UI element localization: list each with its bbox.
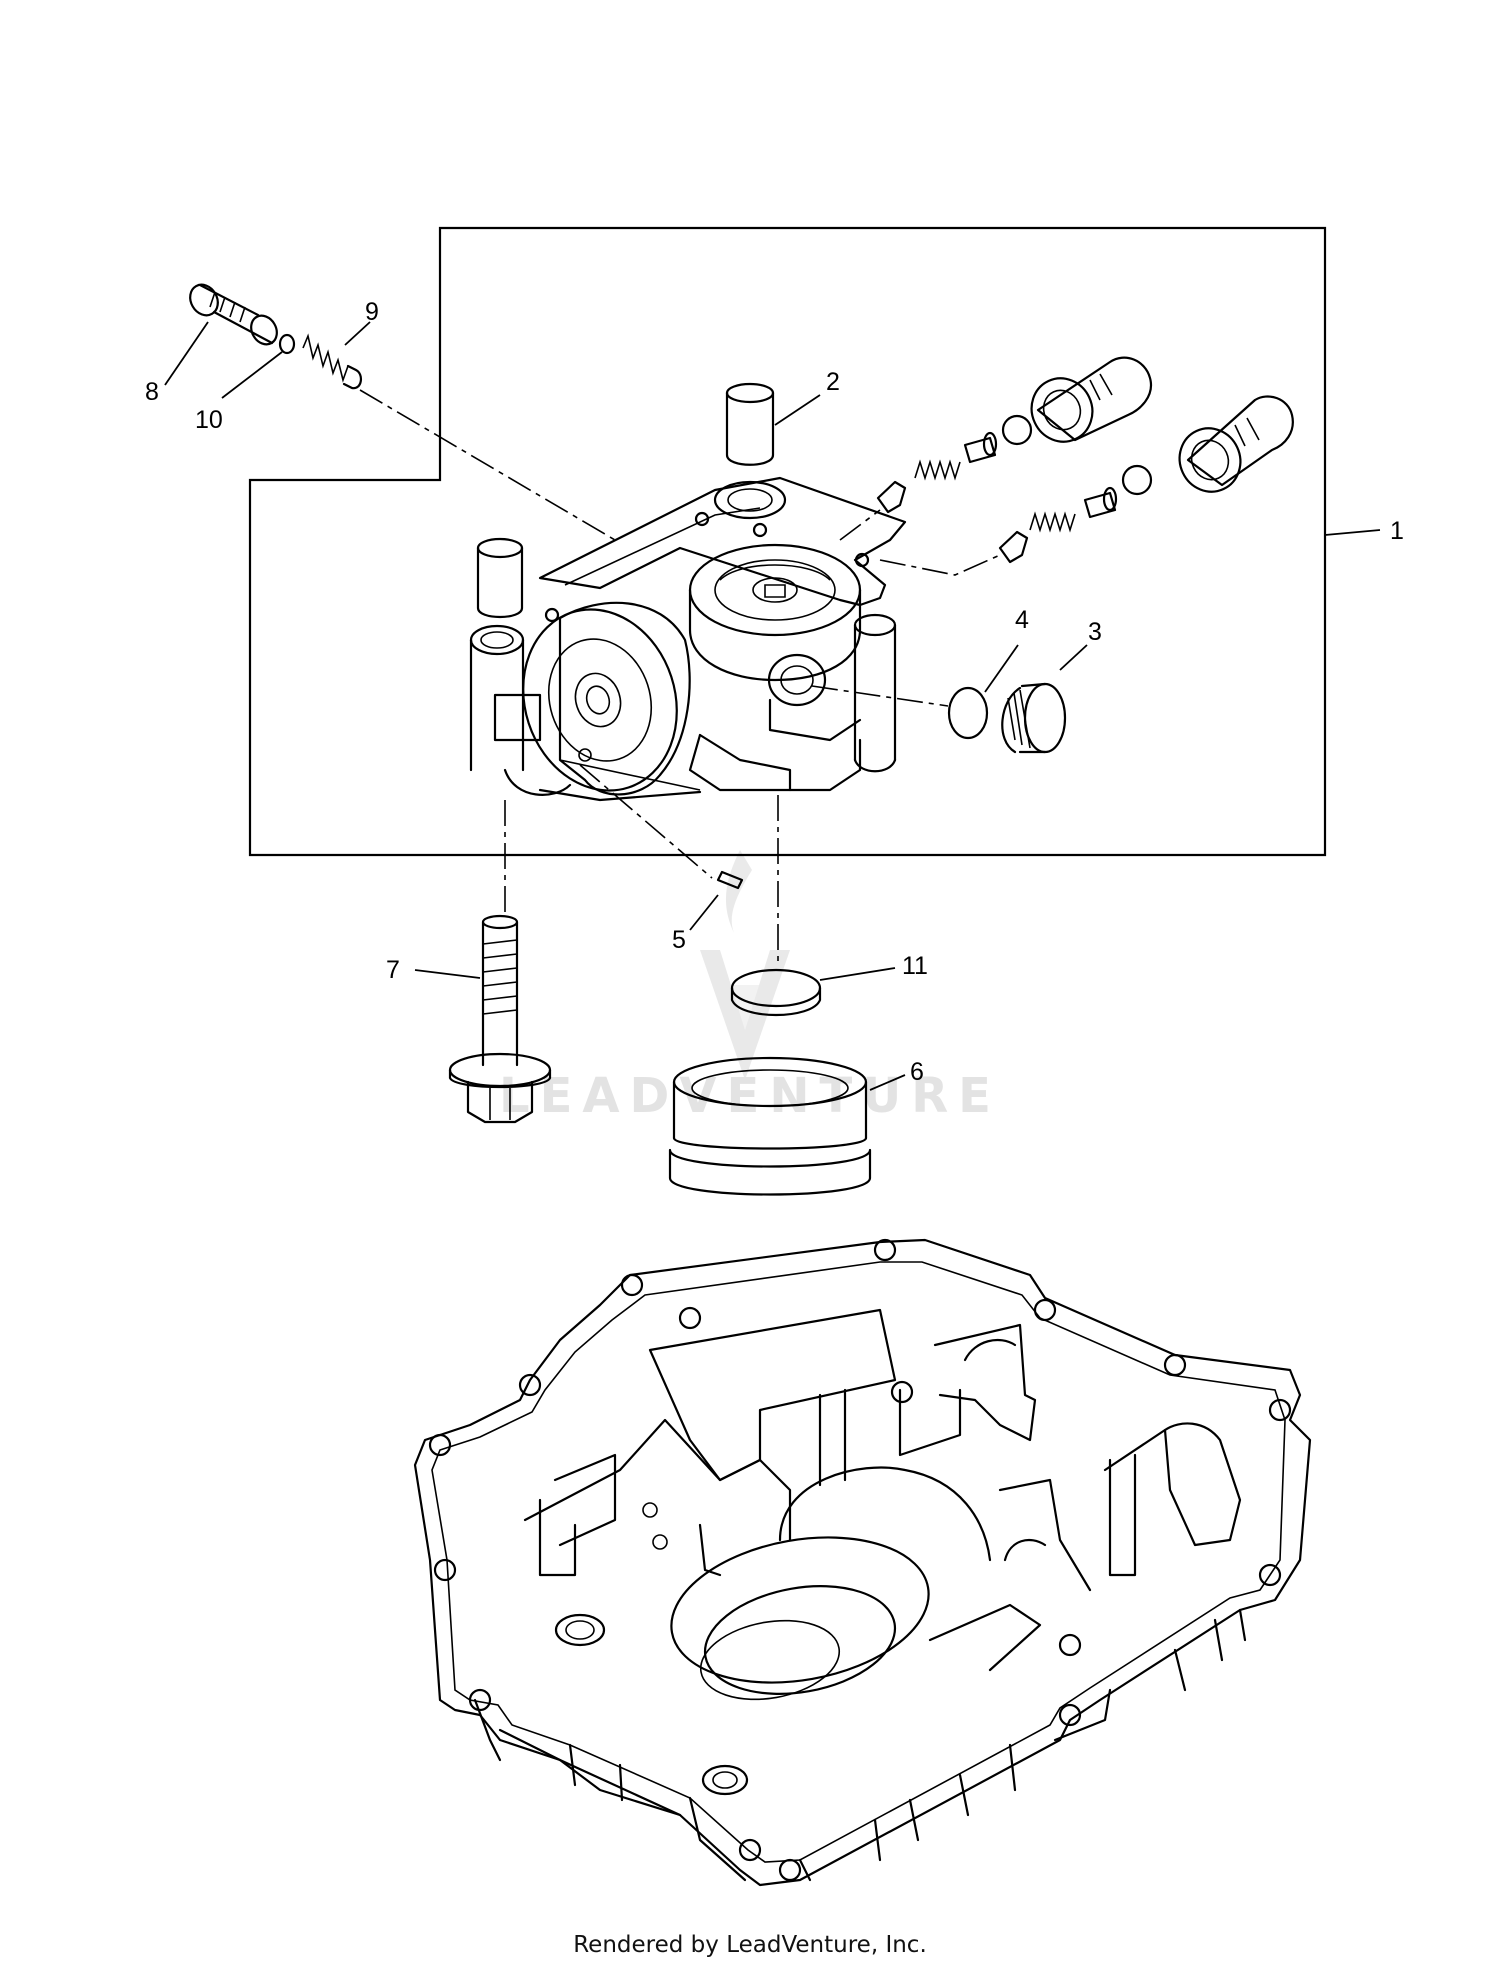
centerline-side-port: [811, 685, 949, 707]
relief-spring: [302, 333, 362, 390]
oil-pan: [413, 1238, 1312, 1887]
centerline-plug: [359, 389, 616, 541]
centerline-relief-rear: [839, 509, 881, 541]
callout-10: 10: [195, 406, 223, 434]
render-credit-footer: Rendered by LeadVenture, Inc.: [573, 1932, 927, 1958]
oil-filter-ring: [668, 1056, 872, 1196]
callout-4: 4: [1015, 606, 1029, 634]
callout-1: 1: [1390, 517, 1404, 545]
dowel-pin-upper-left: [476, 537, 524, 618]
watermark: LEADVENTURE: [499, 850, 1001, 1124]
relief-valve-assembly-rear: [876, 356, 1153, 514]
leader-7: [414, 969, 481, 979]
relief-valve-assembly-front: [998, 395, 1294, 564]
oil-pump-housing: [469, 476, 907, 802]
callout-3: 3: [1088, 618, 1102, 646]
assembly-box: [248, 226, 1327, 857]
leader-1: [1324, 529, 1381, 536]
callout-11: 11: [902, 952, 928, 980]
centerline-relief-front: [879, 554, 1001, 576]
callout-6: 6: [910, 1058, 924, 1086]
leader-3: [1059, 644, 1088, 671]
leader-4: [984, 644, 1019, 693]
callout-2: 2: [826, 368, 840, 396]
leader-6: [869, 1074, 906, 1091]
callout-9: 9: [365, 298, 379, 326]
leader-2: [774, 394, 821, 426]
centerline-pin: [579, 764, 713, 879]
leadventure-flame-logo-icon: [700, 850, 790, 1080]
callout-7: 7: [386, 956, 400, 984]
o-ring-small: [278, 333, 296, 355]
watermark-text: LEADVENTURE: [499, 1068, 1001, 1124]
callout-5: 5: [672, 926, 686, 954]
callout-8: 8: [145, 378, 159, 406]
plug-threaded: [1001, 682, 1067, 754]
roll-pin: [716, 870, 744, 890]
dowel-pin-upper-right: [725, 382, 775, 466]
leader-5: [689, 894, 719, 931]
plug-bolt: [189, 283, 278, 346]
o-ring-disc: [947, 686, 989, 740]
leader-9: [344, 321, 371, 346]
leader-10: [221, 351, 283, 399]
cap-disc: [730, 968, 822, 1016]
leader-11: [819, 967, 896, 981]
flange-bolt: [448, 914, 552, 1124]
leader-8: [164, 321, 209, 386]
